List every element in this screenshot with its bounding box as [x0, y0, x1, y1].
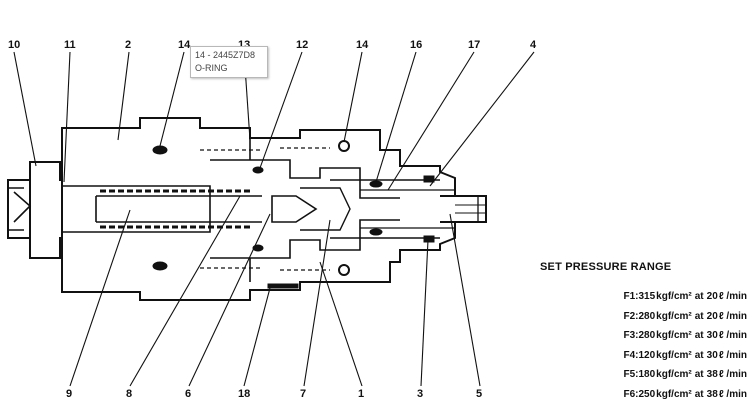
- callout-1[interactable]: 1: [358, 388, 364, 400]
- tooltip-part-code: 14 - 2445Z7D8: [195, 50, 256, 60]
- pressure-unit: kgf/cm²: [656, 330, 692, 341]
- connector: at: [694, 349, 704, 361]
- callout-17[interactable]: 17: [468, 39, 480, 51]
- sep: :: [635, 388, 639, 400]
- connector: at: [694, 310, 704, 322]
- flow-value: 38: [706, 369, 718, 380]
- pressure-code: F5: [623, 369, 636, 380]
- flow-value: 20: [706, 291, 718, 302]
- flow-unit: ℓ /min: [718, 330, 747, 341]
- pressure-value: 250: [638, 388, 656, 400]
- connector: at: [694, 291, 704, 302]
- flow-unit: ℓ /min: [718, 369, 747, 380]
- connector: at: [694, 388, 704, 400]
- callout-9[interactable]: 9: [66, 388, 72, 400]
- callout-6[interactable]: 6: [185, 388, 191, 400]
- callout-14[interactable]: 14: [178, 39, 191, 51]
- flow-unit: ℓ /min: [718, 349, 747, 361]
- pressure-code: F3: [623, 330, 636, 341]
- pressure-unit: kgf/cm²: [656, 310, 692, 322]
- callout-10[interactable]: 10: [8, 39, 20, 51]
- pressure-code: F6: [623, 388, 636, 400]
- tooltip-part-name: O-RING: [195, 63, 228, 73]
- callout-16[interactable]: 16: [410, 39, 422, 51]
- sep: :: [635, 349, 639, 361]
- callout-11[interactable]: 11: [64, 39, 76, 51]
- pressure-value: 180: [638, 369, 656, 380]
- pressure-unit: kgf/cm²: [656, 369, 692, 380]
- callout-5[interactable]: 5: [476, 388, 482, 400]
- valve-internals: [62, 138, 455, 282]
- o-ring-seals: [152, 140, 435, 289]
- callout-8[interactable]: 8: [126, 388, 132, 400]
- connector: at: [694, 330, 704, 341]
- part-tooltip: 14 - 2445Z7D8 O-RING: [190, 46, 268, 78]
- set-pressure-range-title: SET PRESSURE RANGE: [540, 261, 672, 273]
- callout-12[interactable]: 12: [296, 39, 308, 51]
- flow-value: 38: [706, 388, 718, 400]
- flow-value: 20: [706, 310, 718, 322]
- pressure-unit: kgf/cm²: [656, 291, 692, 302]
- flow-unit: ℓ /min: [718, 388, 747, 400]
- flow-unit: ℓ /min: [718, 291, 747, 302]
- flow-value: 30: [706, 349, 718, 361]
- pressure-value: 120: [638, 349, 656, 361]
- pressure-code: F2: [623, 310, 636, 322]
- sep: :: [635, 310, 639, 322]
- flow-value: 30: [706, 330, 718, 341]
- sep: :: [635, 330, 639, 341]
- callout-leader-lines: [13, 51, 535, 387]
- sep: :: [635, 369, 639, 380]
- flow-unit: ℓ /min: [718, 310, 747, 322]
- callout-2[interactable]: 2: [125, 39, 131, 51]
- pressure-value: 280: [638, 310, 656, 322]
- pressure-code: F1: [623, 291, 636, 302]
- pressure-value: 280: [638, 330, 656, 341]
- connector: at: [694, 369, 704, 380]
- callout-14[interactable]: 14: [356, 39, 369, 51]
- pressure-code: F4: [623, 349, 636, 361]
- valve-body-outline: [7, 117, 487, 301]
- callout-4[interactable]: 4: [530, 39, 537, 51]
- callout-3[interactable]: 3: [417, 388, 423, 400]
- pressure-unit: kgf/cm²: [656, 388, 692, 400]
- callout-7[interactable]: 7: [300, 388, 306, 400]
- callout-18[interactable]: 18: [238, 388, 250, 400]
- pressure-value: 315: [638, 291, 656, 302]
- pressure-unit: kgf/cm²: [656, 349, 692, 361]
- sep: :: [635, 291, 639, 302]
